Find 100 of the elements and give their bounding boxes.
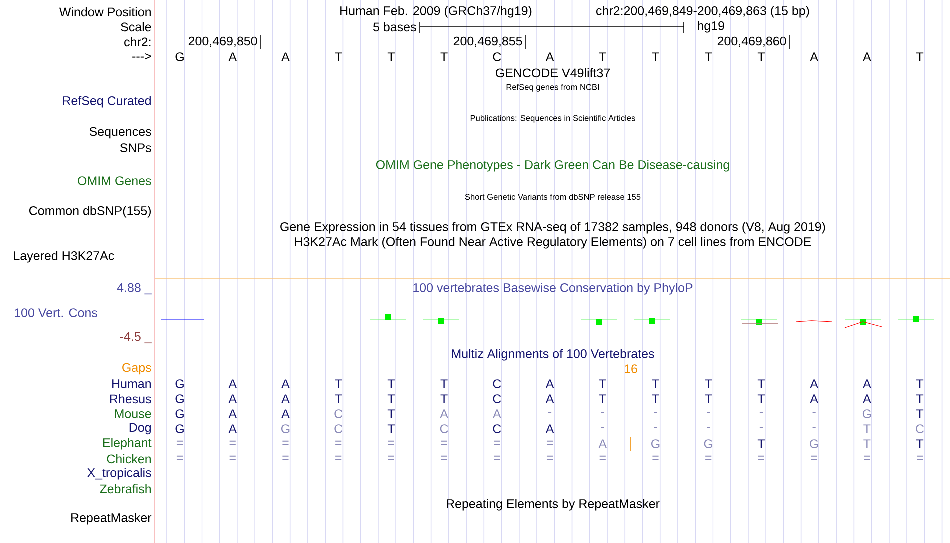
aligned-base: - [601,427,604,428]
aligned-base: T [335,380,342,388]
aligned-base: - [654,412,658,414]
aligned-base: = [864,456,870,460]
base-letter: T [652,52,660,62]
aligned-base: T [388,410,395,418]
aligned-base: = [600,456,606,460]
aligned-base: T [758,440,765,448]
aligned-base: A [282,380,290,388]
aligned-base: A [863,394,872,404]
aligned-base: - [707,427,710,428]
aligned-base: = [336,456,342,460]
aligned-base: A [282,394,290,404]
track-label: Sequences [90,127,152,139]
position-text: chr2:200,469,849-200,469,863 (15 bp) [596,6,810,18]
species-label: Mouse [115,410,152,418]
base-letter: A [863,52,872,62]
aligned-base: T [335,394,342,404]
aligned-base: = [230,440,236,445]
base-letter: T [758,52,765,62]
aligned-base: = [336,440,342,445]
track-title: Gene Expression in 54 tissues from GTEx RNA-seq of 17382 samples, 948 donors (V8, Aug 2019) [280,222,826,234]
base-letter: T [388,52,395,62]
species-label: Zebrafish [100,484,151,494]
aligned-base: T [440,394,448,404]
aligned-base: = [230,456,236,460]
aligned-base: C [493,394,502,404]
aligned-base: A [546,394,554,404]
base-letter: T [916,52,924,62]
aligned-base: G [176,394,184,404]
aligned-base: = [546,456,554,460]
aligned-base: G [176,410,184,418]
aligned-base: A [440,410,448,418]
aligned-base: G [176,380,184,388]
track-label: Window Position [59,7,151,17]
track-label: Common dbSNP(155) [29,206,151,218]
aligned-base: T [916,394,924,404]
track-label: Layered H3K27Ac [14,251,114,263]
base-letter: A [810,52,818,62]
aligned-base: C [493,380,502,388]
aligned-base: T [864,440,871,448]
species-label: Chicken [107,454,151,464]
aligned-base: = [706,456,712,460]
aligned-base: = [811,456,818,460]
aligned-base: = [652,456,659,460]
track-label: OMIM Genes [78,176,152,186]
track-label: RepeatMasker [72,513,152,525]
aligned-base: C [493,424,502,434]
aligned-base: A [228,410,238,418]
scale-text: 5 bases [374,22,416,32]
aligned-base: T [758,380,765,388]
species-label: X_tropicalis [87,468,152,480]
aligned-base: A [810,394,818,404]
aligned-base: A [598,440,608,448]
track-title: Multiz Alignments of 100 Vertebrates [452,349,654,361]
aligned-base: - [548,412,552,414]
base-letter: T [335,52,342,62]
base-letter: T [705,52,712,62]
aligned-base: T [652,380,660,388]
aligned-base: G [176,424,184,434]
aligned-base: T [388,424,395,434]
base-letter: T [440,52,448,62]
aligned-base: A [546,380,554,388]
base-letter: A [282,52,290,62]
aligned-base: T [652,394,660,404]
track-title: H3K27Ac Mark (Often Found Near Active Regulatory Elements) on 7 cell lines from ENCODE [295,237,812,249]
axis-value: -4.5 _ [120,332,152,344]
aligned-base: C [334,410,343,418]
species-label: Dog [130,423,151,435]
aligned-base: T [758,394,765,404]
aligned-base: G [704,440,713,448]
aligned-base: A [282,410,290,418]
aligned-base: A [228,424,238,434]
aligned-base: = [546,440,554,445]
aligned-base: T [388,394,395,404]
coordinate-text: 200,469,850 [188,36,258,48]
aligned-base: - [760,412,763,414]
track-label: Gaps [122,363,152,375]
track-title: Repeating Elements by RepeatMasker [447,499,660,511]
aligned-base: G [282,424,290,434]
aligned-base: T [916,380,924,388]
aligned-base: A [810,380,818,388]
aligned-base: C [916,424,924,434]
aligned-base: T [599,380,606,388]
aligned-base: T [864,424,871,434]
aligned-base: - [707,412,710,414]
aligned-base: C [440,424,448,434]
aligned-base: A [546,424,554,434]
base-letter: T [599,52,606,62]
aligned-base: = [758,456,764,460]
track-title: 100 vertebrates Basewise Conservation by PhyloP [414,283,693,295]
aligned-base: - [601,412,604,414]
axis-value: 4.88 _ [117,283,152,295]
aligned-base: = [388,440,394,445]
species-label: Human [112,380,151,388]
aligned-base: = [176,456,184,460]
aligned-base: T [705,394,712,404]
aligned-base: A [863,380,872,388]
aligned-base: T [916,410,924,418]
track-title: GENCODE V49lift37 [496,68,610,78]
